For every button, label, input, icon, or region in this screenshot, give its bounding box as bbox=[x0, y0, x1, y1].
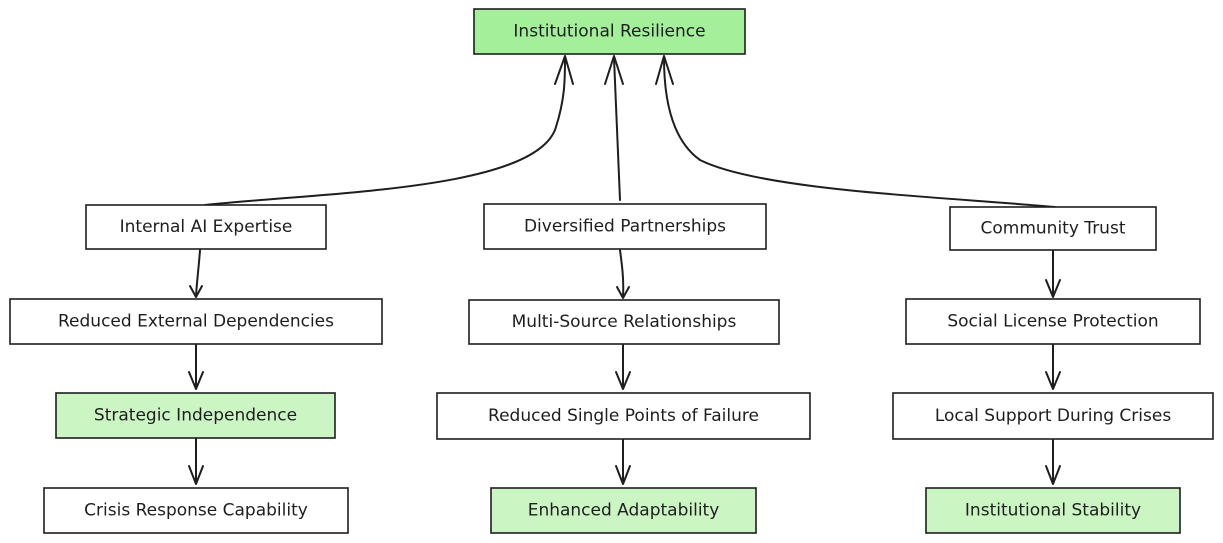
edge-internal-to-root bbox=[204, 57, 566, 206]
node-social-license-protection: Social License Protection bbox=[905, 298, 1201, 345]
arrowhead-diversified-to-root bbox=[604, 55, 624, 85]
node-label: Enhanced Adaptability bbox=[528, 501, 720, 521]
node-label: Institutional Stability bbox=[965, 501, 1141, 521]
node-label: Diversified Partnerships bbox=[524, 217, 726, 237]
edge-diversified-to-root bbox=[613, 57, 621, 201]
arrowhead-multi-source-to-reduced-single bbox=[615, 371, 631, 390]
arrowhead-community-to-social-license bbox=[1045, 279, 1061, 298]
node-reduced-external-dependencies: Reduced External Dependencies bbox=[9, 298, 383, 345]
node-label: Social License Protection bbox=[947, 312, 1158, 332]
arrowhead-social-license-to-local-support bbox=[1045, 371, 1061, 390]
edges bbox=[188, 55, 1061, 485]
node-institutional-stability: Institutional Stability bbox=[925, 487, 1181, 534]
arrowhead-local-support-to-institutional-stability bbox=[1045, 465, 1061, 485]
node-local-support-during-crises: Local Support During Crises bbox=[892, 392, 1214, 440]
arrowhead-internal-to-reduced-external bbox=[189, 285, 203, 298]
node-reduced-single-points-of-failure: Reduced Single Points of Failure bbox=[436, 392, 811, 440]
node-strategic-independence: Strategic Independence bbox=[55, 392, 336, 439]
node-label: Crisis Response Capability bbox=[84, 501, 308, 521]
node-label: Internal AI Expertise bbox=[120, 217, 293, 237]
arrowhead-internal-to-root bbox=[554, 55, 574, 85]
node-enhanced-adaptability: Enhanced Adaptability bbox=[490, 487, 757, 534]
node-label: Local Support During Crises bbox=[935, 406, 1172, 426]
node-label: Multi-Source Relationships bbox=[512, 312, 737, 332]
node-root: Institutional Resilience bbox=[473, 8, 746, 55]
node-multi-source-relationships: Multi-Source Relationships bbox=[468, 299, 780, 345]
arrowhead-strategic-to-crisis bbox=[188, 465, 204, 485]
node-internal-ai-expertise: Internal AI Expertise bbox=[85, 204, 327, 250]
arrowhead-reduced-single-to-enhanced bbox=[615, 465, 631, 485]
node-label: Institutional Resilience bbox=[513, 22, 705, 42]
node-label: Community Trust bbox=[981, 219, 1126, 239]
edge-community-to-root bbox=[663, 57, 1056, 208]
arrowhead-reduced-external-to-strategic bbox=[188, 371, 204, 390]
node-community-trust: Community Trust bbox=[949, 206, 1157, 251]
edge-diversified-to-multi-source bbox=[619, 249, 625, 297]
edge-internal-to-reduced-external bbox=[195, 249, 201, 297]
node-label: Reduced Single Points of Failure bbox=[488, 406, 759, 426]
node-crisis-response-capability: Crisis Response Capability bbox=[43, 487, 349, 534]
node-label: Reduced External Dependencies bbox=[58, 312, 334, 332]
arrowhead-diversified-to-multi-source bbox=[616, 286, 630, 299]
node-label: Strategic Independence bbox=[94, 406, 297, 426]
arrowhead-community-to-root bbox=[655, 55, 674, 85]
node-diversified-partnerships: Diversified Partnerships bbox=[483, 203, 767, 250]
